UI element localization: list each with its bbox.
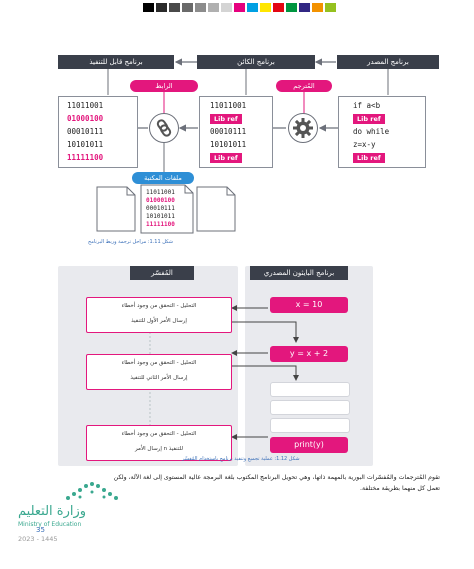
swatch — [156, 3, 167, 12]
object-code-box: 11011001 Lib ref 00010111 10101011 Lib r… — [199, 96, 273, 168]
binary-line: 11111100 — [146, 221, 175, 228]
source-line: Lib ref — [353, 112, 425, 125]
swatch — [143, 3, 154, 12]
interpreter-flow-lines — [149, 305, 299, 450]
linker-circle — [149, 113, 179, 143]
binary-line: 11011001 — [67, 101, 104, 110]
step-analysis-text: التحليل - التحقق من وجود أخطاء — [121, 431, 197, 437]
source-program-header: برنامج المصدر — [337, 55, 439, 69]
document-icon — [196, 186, 236, 232]
lib-ref-tag: Lib ref — [353, 114, 385, 124]
binary-line: 10101011 — [146, 213, 175, 220]
object-line: Lib ref — [210, 112, 272, 125]
page-number: 35 — [36, 526, 45, 534]
swatch — [273, 3, 284, 12]
source-line: z=x-y — [353, 140, 376, 149]
interpreter-step-n: التحليل - التحقق من وجود أخطاء إرسال الأ… — [86, 425, 232, 461]
swatch — [169, 3, 180, 12]
academic-year: 2023 - 1445 — [18, 535, 58, 543]
chain-link-icon — [156, 119, 172, 137]
python-source-header: برنامج البايثون المصدري — [250, 266, 348, 280]
source-line: if a<b — [353, 101, 381, 110]
linker-label: الرابط — [130, 80, 198, 92]
swatch — [195, 3, 206, 12]
binary-line: 11111100 — [67, 153, 104, 162]
library-files-label: ملفات المكتبة — [132, 172, 194, 184]
binary-line: 11011001 — [146, 189, 175, 196]
swatch — [182, 3, 193, 12]
empty-statement — [270, 418, 350, 433]
figure-1-12-caption: شكل 1.12: عملية تجميع وتنفيذ برنامج باست… — [182, 456, 300, 462]
interpreter-step-2: التحليل - التحقق من وجود أخطاء إرسال الأ… — [86, 354, 232, 390]
object-line: 00010111 — [210, 127, 247, 136]
source-code-box: if a<b Lib ref do while z=x-y Lib ref — [338, 96, 426, 168]
lib-ref-tag: Lib ref — [210, 153, 242, 163]
source-line: Lib ref — [353, 151, 425, 164]
library-document: 11011001 01000100 00010111 10101011 1111… — [140, 184, 194, 234]
swatch — [247, 3, 258, 12]
figure-1-11-caption: شكل 1.11: مراحل ترجمة وربط البرنامج — [88, 239, 173, 245]
statement-print: print(y) — [270, 437, 348, 453]
step-send-text: إرسال الأمر الأول للتنفيذ — [131, 318, 187, 324]
library-binary: 11011001 01000100 00010111 10101011 1111… — [146, 189, 175, 229]
compiler-circle — [288, 113, 318, 143]
swatch — [234, 3, 245, 12]
swatch — [312, 3, 323, 12]
ministry-logo-icon — [66, 482, 118, 500]
binary-line: 01000100 — [146, 197, 175, 204]
gear-icon — [293, 118, 313, 138]
ministry-name-arabic: وزارة التعليم — [18, 504, 87, 519]
binary-line: 10101011 — [67, 140, 104, 149]
step-send-text: إرسال الأمر n للتنفيذ — [135, 446, 183, 452]
body-paragraph-line-1: تقوم المُترجمات والمُفسّرات البورية بالم… — [113, 474, 440, 481]
lib-ref-tag: Lib ref — [353, 153, 385, 163]
swatch — [299, 3, 310, 12]
swatch — [286, 3, 297, 12]
compiler-label: المُترجم — [276, 80, 332, 92]
binary-line: 01000100 — [67, 114, 104, 123]
interpreter-step-1: التحليل - التحقق من وجود أخطاء إرسال الأ… — [86, 297, 232, 333]
step-analysis-text: التحليل - التحقق من وجود أخطاء — [121, 303, 197, 309]
object-program-header: برنامج الكائن — [197, 55, 315, 69]
document-outline — [140, 184, 194, 234]
lib-ref-tag: Lib ref — [210, 114, 242, 124]
step-analysis-text: التحليل - التحقق من وجود أخطاء — [121, 360, 197, 366]
body-paragraph-line-2: تعمل كل منهما بطريقة مختلفة. — [360, 485, 440, 492]
swatch — [208, 3, 219, 12]
empty-statement — [270, 382, 350, 397]
object-line: 11011001 — [210, 101, 247, 110]
binary-line: 00010111 — [67, 127, 104, 136]
object-line: Lib ref — [210, 151, 272, 164]
swatch — [260, 3, 271, 12]
ministry-name-english: Ministry of Education — [18, 521, 82, 528]
empty-statement — [270, 400, 350, 415]
executable-code-box: 11011001 01000100 00010111 10101011 1111… — [58, 96, 138, 168]
binary-line: 00010111 — [146, 205, 175, 212]
interpreter-header: المُفسّر — [130, 266, 194, 280]
object-line: 10101011 — [210, 140, 247, 149]
step-send-text: إرسال الأمر الثاني للتنفيذ — [130, 375, 188, 381]
source-line: do while — [353, 127, 390, 136]
swatch — [221, 3, 232, 12]
document-icon — [96, 186, 136, 232]
color-strip — [0, 0, 474, 14]
statement-x-assign: x = 10 — [270, 297, 348, 313]
swatch — [325, 3, 336, 12]
executable-program-header: برنامج قابل للتنفيذ — [58, 55, 174, 69]
statement-y-assign: y = x + 2 — [270, 346, 348, 362]
